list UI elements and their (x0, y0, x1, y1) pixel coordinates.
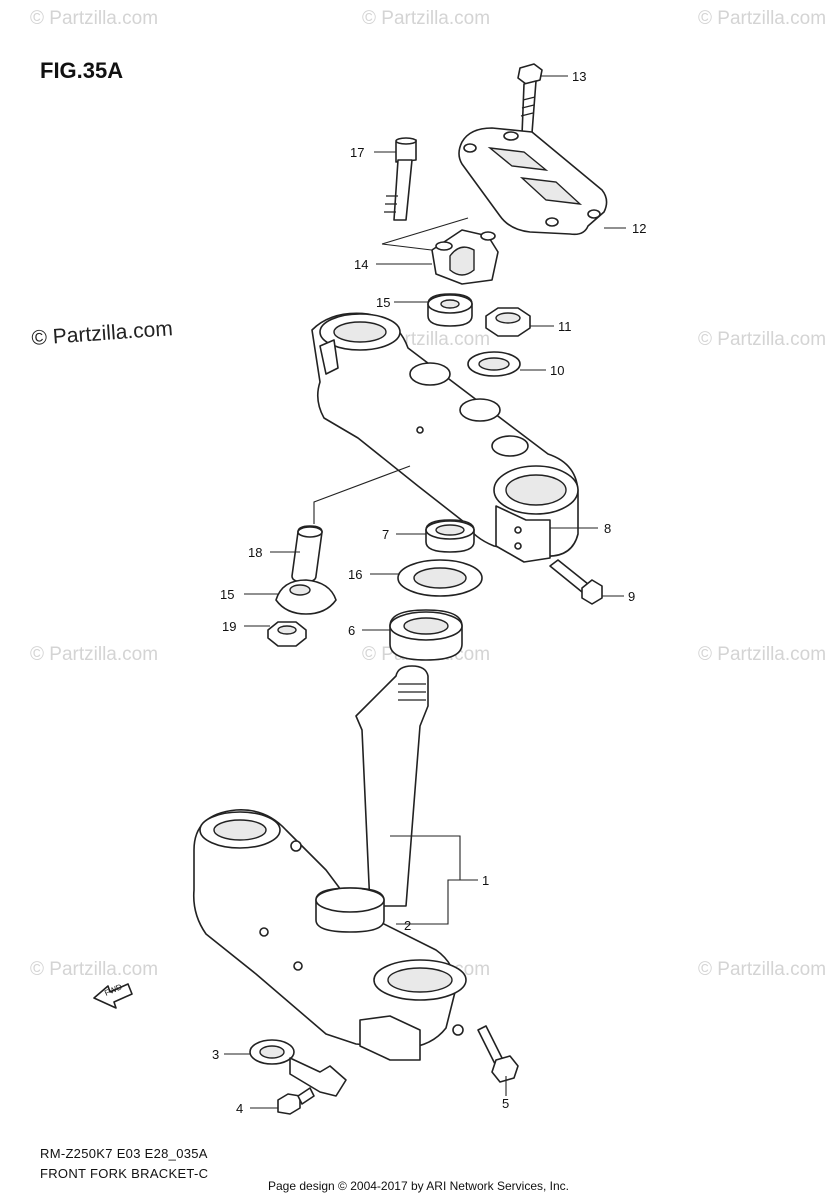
callout-16[interactable]: 16 (348, 567, 362, 582)
callout-15-lower[interactable]: 15 (220, 587, 234, 602)
watermark: © Partzilla.com (698, 959, 826, 980)
part-9-pinch-bolt (549, 559, 603, 605)
watermarks: © Partzilla.com © Partzilla.com © Partzi… (30, 8, 826, 980)
section-name: FRONT FORK BRACKET-C (40, 1166, 209, 1181)
part-1-steering-stem-lower-bracket (192, 665, 467, 1061)
callout-3[interactable]: 3 (212, 1047, 219, 1062)
callout-5[interactable]: 5 (502, 1096, 509, 1111)
footer-credit: Page design © 2004-2017 by ARI Network S… (268, 1179, 570, 1193)
callout-2[interactable]: 2 (404, 918, 411, 933)
watermark: © Partzilla.com (362, 8, 490, 29)
callout-8[interactable]: 8 (604, 521, 611, 536)
part-18-collar (291, 525, 323, 583)
assembly-line (381, 217, 469, 245)
callout-18[interactable]: 18 (248, 545, 262, 560)
watermark: © Partzilla.com (31, 317, 174, 350)
watermark: © Partzilla.com (698, 644, 826, 665)
part-15-cushion-upper (427, 293, 473, 327)
assembly-line (313, 465, 411, 524)
part-14-handlebar-holder-lower (431, 229, 499, 285)
callout-13[interactable]: 13 (572, 69, 586, 84)
part-12-handlebar-holder (458, 127, 608, 236)
part-15-cushion-lower (275, 579, 337, 615)
part-5-bolt (477, 1025, 519, 1083)
part-17-bolt (384, 137, 417, 221)
callout-9[interactable]: 9 (628, 589, 635, 604)
callout-14[interactable]: 14 (354, 257, 368, 272)
part-8-upper-bracket (311, 312, 579, 563)
callout-10[interactable]: 10 (550, 363, 564, 378)
watermark: © Partzilla.com (30, 959, 158, 980)
part-6-bearing (389, 609, 463, 661)
part-11-stem-nut (485, 307, 531, 337)
part-16-dust-seal (397, 559, 483, 597)
callout-7[interactable]: 7 (382, 527, 389, 542)
figure-title: FIG.35A (40, 58, 124, 83)
callout-12[interactable]: 12 (632, 221, 646, 236)
watermark: © Partzilla.com (30, 644, 158, 665)
watermark: © Partzilla.com (698, 8, 826, 29)
forward-arrow-icon: FWD (93, 982, 133, 1009)
model-code: RM-Z250K7 E03 E28_035A (40, 1146, 208, 1161)
callout-labels: 1 2 3 4 5 6 7 8 9 10 11 12 13 14 15 15 1… (212, 69, 646, 1116)
callout-15-upper[interactable]: 15 (376, 295, 390, 310)
callout-1[interactable]: 1 (482, 873, 489, 888)
part-10-washer (467, 351, 521, 377)
watermark: © Partzilla.com (30, 8, 158, 29)
callout-11[interactable]: 11 (558, 319, 572, 334)
part-7-nut (425, 519, 475, 553)
callout-leaders (224, 75, 626, 1109)
callout-4[interactable]: 4 (236, 1101, 243, 1116)
part-3-hose-guide (249, 1039, 347, 1097)
callout-6[interactable]: 6 (348, 623, 355, 638)
watermark: © Partzilla.com (698, 329, 826, 350)
part-19-nut (267, 621, 307, 647)
callout-19[interactable]: 19 (222, 619, 236, 634)
callout-17[interactable]: 17 (350, 145, 364, 160)
part-13-bolt (517, 63, 543, 136)
part-4-screw (277, 1087, 315, 1115)
